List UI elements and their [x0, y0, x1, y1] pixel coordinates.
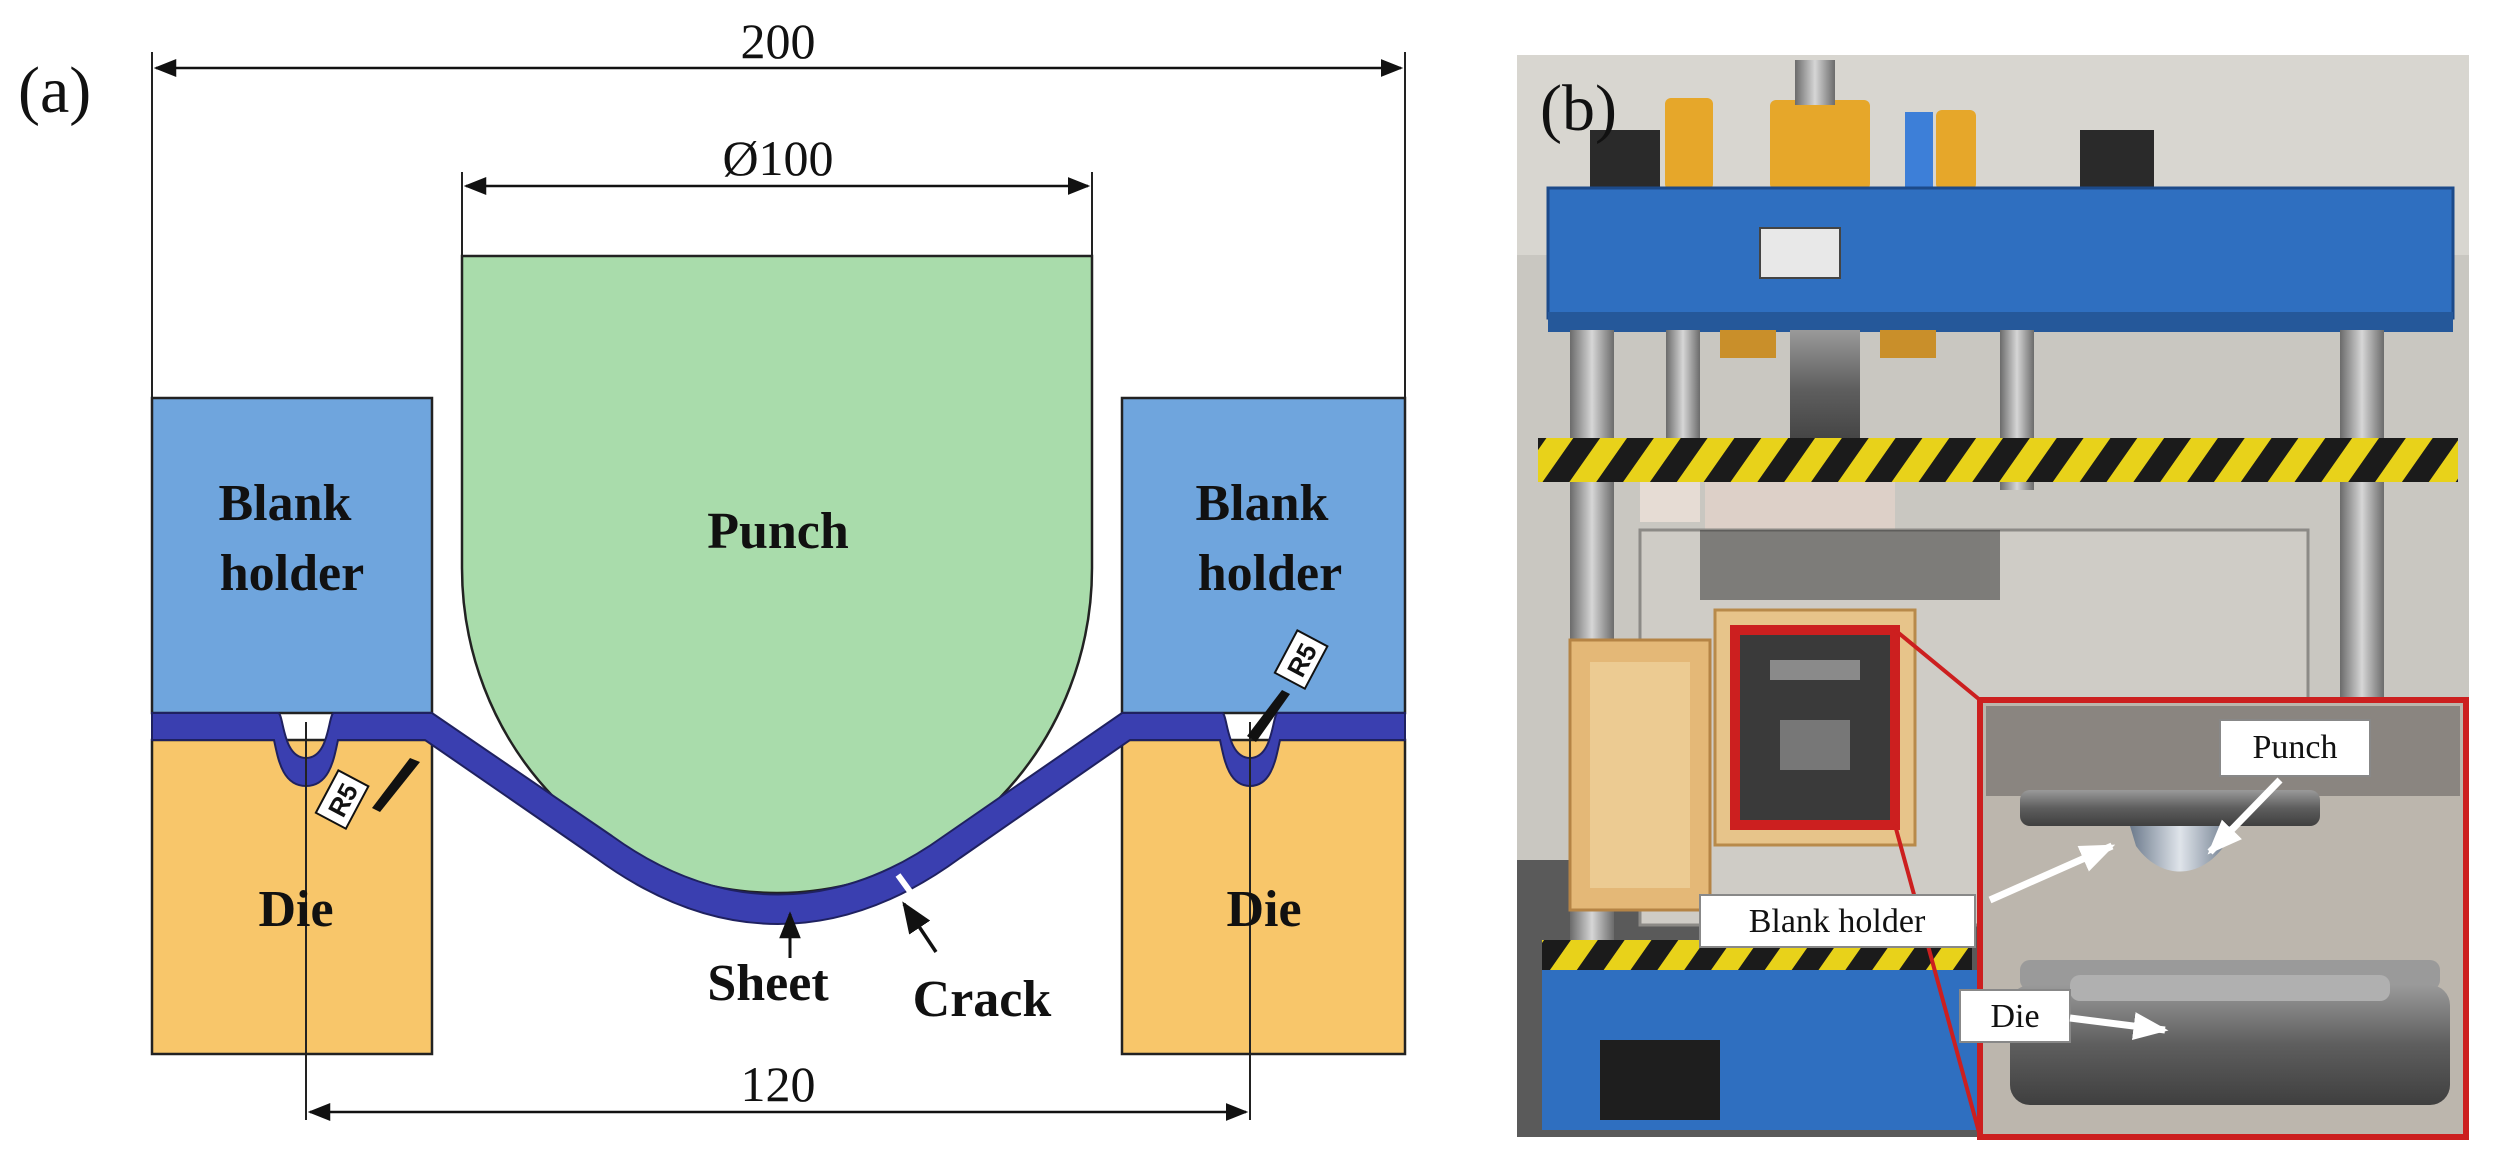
- sheet: [151, 712, 1406, 925]
- ram-collar-right: [1880, 330, 1936, 358]
- top-cylinder-yellow-1: [1665, 98, 1713, 190]
- radius-leader-left: [372, 758, 420, 812]
- hazard-bar-upper: [1538, 438, 2458, 482]
- blank-holder-right-label-1: Blank: [1196, 475, 1329, 532]
- top-cylinder-yellow-3: [1936, 110, 1976, 190]
- furnace-tool-upper: [1770, 660, 1860, 680]
- top-cylinder-yellow-2: [1770, 100, 1870, 190]
- inset-zoom: Punch Blank holder Die: [1699, 697, 2469, 1140]
- blank-holder-left: [150, 396, 434, 715]
- die-right-label: Die: [1226, 881, 1301, 938]
- insulation-top: [1640, 482, 1700, 522]
- inset-punch-arrow: [2207, 777, 2283, 855]
- punch: [460, 254, 1094, 895]
- panel-b-photo: Punch Blank holder Die (b): [1517, 55, 2469, 1140]
- inset-punch-label-box: [2219, 719, 2371, 777]
- punch-label: Punch: [707, 503, 849, 560]
- panel-a-schematic: (a) 200 Ø100 120 R5: [18, 13, 1407, 1121]
- ram-collar-left: [1720, 330, 1776, 358]
- highlight-connector-bottom: [1893, 824, 1982, 1137]
- inset-blank-holder-arrow: [1988, 842, 2116, 904]
- die-left-label: Die: [258, 881, 333, 938]
- crack-label: Crack: [913, 971, 1052, 1028]
- press-upper-crosshead: [1546, 186, 2455, 320]
- inset-punch-head: [2130, 826, 2230, 872]
- panel-a-label: (a): [18, 54, 91, 127]
- top-cylinder-dark-right: [2080, 130, 2154, 190]
- top-rod: [1795, 60, 1835, 105]
- crosshead-lower-edge: [1548, 312, 2453, 332]
- furnace-soot: [1700, 530, 2000, 600]
- press-nameplate: [1759, 227, 1841, 279]
- blank-holder-right-label-2: holder: [1198, 545, 1342, 602]
- press-ram: [1790, 330, 1860, 450]
- top-cylinder-dark-left: [1590, 130, 1660, 190]
- sheet-label: Sheet: [707, 955, 829, 1012]
- die-right: [1120, 738, 1407, 1056]
- radius-leader-right: [1247, 690, 1290, 742]
- blank-holder-left-label-1: Blank: [219, 475, 352, 532]
- furnace-tool-lower: [1780, 720, 1850, 770]
- inset-blank-holder-label-box: [1699, 894, 1976, 948]
- crack-pointer-arrow: [902, 901, 938, 953]
- crack-marker: [895, 873, 917, 899]
- inset-die-label: Die: [1990, 998, 2039, 1035]
- press-base-opening: [1600, 1040, 1720, 1120]
- inset-die-ring: [2070, 975, 2390, 1001]
- inset-die-body: [2010, 985, 2450, 1105]
- inset-die-label-box: [1959, 989, 2071, 1043]
- inset-punch-label: Punch: [2253, 729, 2338, 766]
- inset-die-arrow: [2069, 1012, 2169, 1040]
- dimension-label-100: Ø100: [722, 130, 833, 186]
- insulation-block: [1705, 482, 1895, 532]
- dimension-label-200: 200: [741, 13, 816, 69]
- inset-blank-holder: [2020, 790, 2320, 826]
- furnace-door-panel: [1590, 662, 1690, 888]
- blank-holder-left-label-2: holder: [220, 545, 364, 602]
- blank-holder-right: [1120, 396, 1407, 715]
- inset-blank-holder-label: Blank holder: [1749, 903, 1926, 940]
- dimension-label-120: 120: [741, 1056, 816, 1112]
- highlight-connector-top: [1893, 628, 1982, 702]
- panel-b-label: (b): [1540, 72, 1617, 145]
- top-cylinder-blue: [1905, 112, 1933, 192]
